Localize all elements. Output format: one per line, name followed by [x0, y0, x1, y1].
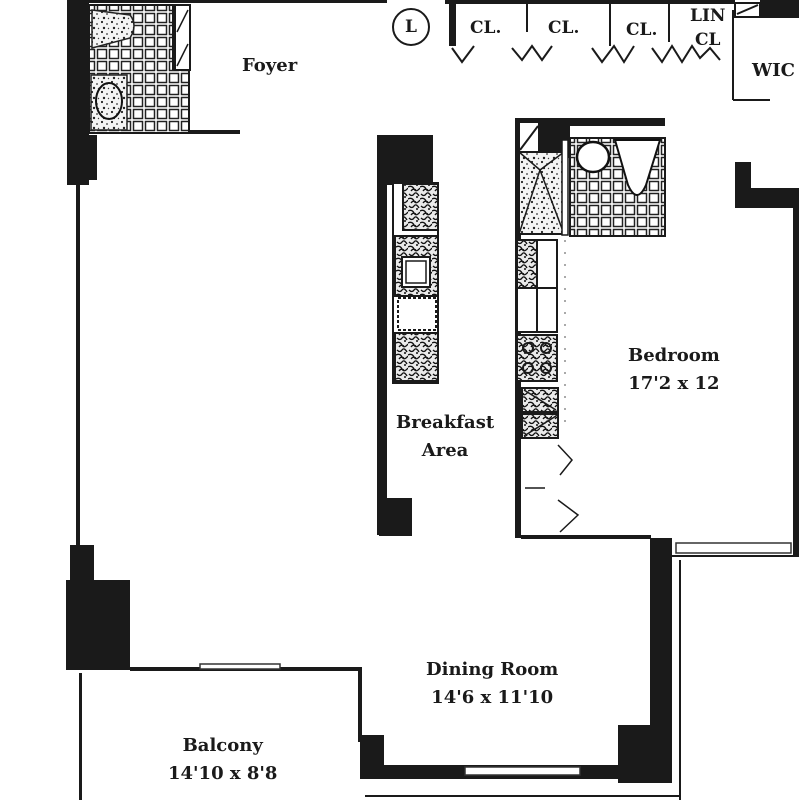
closet-label-1: CL.: [470, 18, 502, 38]
kitchen-range: [516, 334, 558, 382]
laundry-marker: L: [392, 8, 430, 46]
room-label-bedroom: Bedroom 17'2 x 12: [628, 342, 720, 398]
walls: [66, 0, 799, 800]
closet-label-3: CL.: [626, 20, 658, 40]
bedroom-dimensions: 17'2 x 12: [628, 373, 720, 394]
kitchen-left-counter: [392, 182, 439, 384]
room-label-balcony: Balcony 14'10 x 8'8: [168, 732, 277, 788]
exterior-lines: [365, 555, 799, 800]
dining-room-dimensions: 14'6 x 11'10: [431, 687, 554, 708]
kitchen-right-counter: [516, 121, 567, 439]
room-label-breakfast-area: Breakfast Area: [396, 412, 495, 461]
room-label-foyer: Foyer: [242, 55, 298, 76]
pantry-doors: [525, 444, 580, 533]
windows: [199, 542, 792, 776]
closet-label-2: CL.: [548, 18, 580, 38]
bathroom-2: [561, 137, 666, 237]
bathroom-2-shower: [613, 139, 662, 196]
bathroom-1: [88, 4, 191, 134]
balcony-dimensions: 14'10 x 8'8: [168, 763, 278, 784]
room-label-dining-room: Dining Room 14'6 x 11'10: [426, 656, 558, 712]
dishwasher: [402, 183, 439, 231]
wic-label: WIC: [752, 60, 795, 81]
linen-closet-label: LIN CL: [690, 6, 726, 50]
bathroom-2-sink: [575, 140, 611, 174]
closets: [449, 0, 770, 101]
